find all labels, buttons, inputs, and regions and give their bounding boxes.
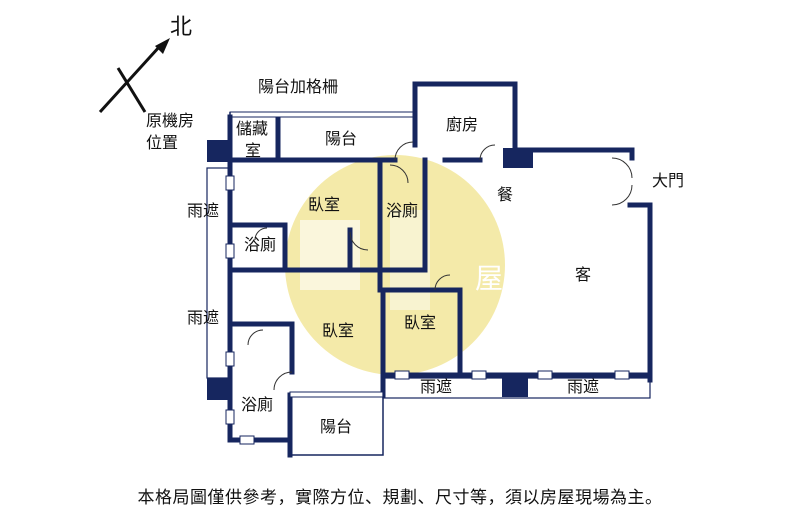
label-dining: 餐 bbox=[497, 185, 513, 204]
label-awning-left-1: 雨遮 bbox=[187, 201, 219, 220]
label-bath-bottom: 浴廁 bbox=[241, 395, 273, 414]
label-balcony-bottom: 陽台 bbox=[320, 417, 352, 436]
label-living: 客 bbox=[575, 265, 591, 284]
windows bbox=[225, 175, 630, 445]
label-bedroom-bottom: 臥室 bbox=[322, 321, 354, 340]
doors bbox=[247, 141, 633, 391]
label-machine-room-2: 位置 bbox=[146, 133, 178, 152]
label-bedroom-middle: 臥室 bbox=[404, 313, 436, 332]
label-kitchen: 廚房 bbox=[446, 115, 478, 134]
label-awning-bottom-1: 雨遮 bbox=[420, 377, 452, 396]
watermark-logo: 屋 bbox=[285, 155, 505, 375]
walls bbox=[227, 81, 653, 458]
label-balcony-top: 陽台 bbox=[325, 129, 357, 148]
label-bath-left: 浴廁 bbox=[244, 235, 276, 254]
label-storage-1: 儲藏 bbox=[236, 119, 268, 138]
disclaimer-text: 本格局圖僅供參考，實際方位、規劃、尺寸等，須以房屋現場為主。 bbox=[137, 488, 663, 508]
floor-plan: 屋 北 bbox=[98, 15, 684, 458]
label-balcony-grille: 陽台加格柵 bbox=[258, 77, 338, 96]
watermark-text: 屋 bbox=[475, 262, 503, 295]
north-label: 北 bbox=[170, 15, 192, 40]
label-main-door: 大門 bbox=[652, 171, 684, 190]
label-storage-2: 室 bbox=[245, 141, 261, 160]
label-bath-top: 浴廁 bbox=[386, 201, 418, 220]
label-bedroom-top: 臥室 bbox=[308, 195, 340, 214]
label-machine-room-1: 原機房 bbox=[146, 111, 194, 130]
compass: 北 bbox=[98, 15, 192, 114]
label-awning-bottom-2: 雨遮 bbox=[567, 377, 599, 396]
label-awning-left-2: 雨遮 bbox=[187, 308, 219, 327]
